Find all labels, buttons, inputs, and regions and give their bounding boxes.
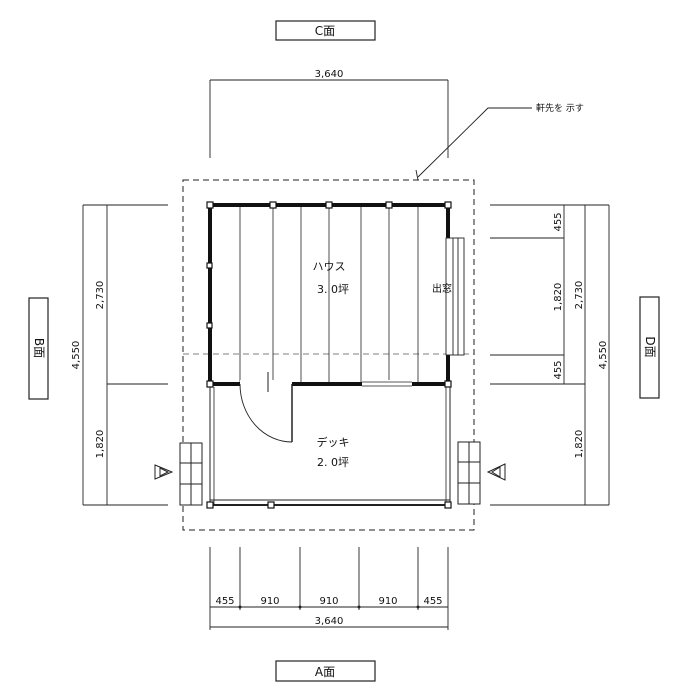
face-b-text: B面 [32, 338, 46, 358]
face-d-text: D面 [643, 336, 657, 357]
bottom-seg-4: 910 [378, 596, 397, 607]
house-label: ハウス [313, 260, 346, 273]
door [239, 372, 293, 443]
bottom-dimension-lines [209, 547, 449, 630]
face-label-b: B面 [28, 297, 49, 400]
bottom-seg-1: 455 [215, 596, 234, 607]
sliding-opening [362, 380, 412, 388]
deck-area: 2. 0坪 [317, 456, 349, 469]
face-label-d: D面 [639, 296, 660, 399]
face-a-text: A面 [315, 665, 335, 679]
deck-steps-right [457, 441, 481, 505]
left-house-dim: 2,730 [95, 281, 106, 310]
left-deck-dim: 1,820 [95, 430, 106, 459]
eaves-annotation: 軒先を 示す [536, 102, 584, 114]
face-label-c: C面 [275, 20, 376, 41]
house-area: 3. 0坪 [317, 283, 349, 296]
right-total-dim: 4,550 [598, 341, 609, 370]
right-deck-dim: 1,820 [574, 430, 585, 459]
right-inner-top-dim: 455 [553, 212, 564, 231]
entry-arrow-left-icon [154, 464, 174, 480]
entry-arrow-right-icon [486, 463, 506, 481]
right-house-dim: 2,730 [574, 281, 585, 310]
left-total-dim: 4,550 [71, 341, 82, 370]
top-dimension [209, 79, 449, 158]
bay-window [445, 237, 465, 356]
eaves-outline [182, 179, 475, 531]
bottom-seg-5: 455 [423, 596, 442, 607]
bottom-total-dim: 3,640 [315, 616, 344, 627]
face-c-text: C面 [315, 24, 335, 38]
deck-label: デッキ [317, 435, 350, 449]
left-dimension-lines [82, 204, 168, 506]
deck-steps-left [179, 442, 203, 506]
bottom-seg-3: 910 [319, 596, 338, 607]
face-label-a: A面 [275, 660, 376, 682]
right-inner-bottom-dim: 455 [553, 360, 564, 379]
bay-window-label: 出窓 [432, 282, 452, 295]
top-dimension-label: 3,640 [315, 69, 344, 80]
right-dimension-lines [490, 204, 610, 506]
bottom-tick-dots [238, 605, 420, 609]
right-inner-mid-dim: 1,820 [553, 283, 564, 312]
bottom-seg-2: 910 [260, 596, 279, 607]
eaves-leader [415, 107, 532, 181]
deck-outline [206, 387, 452, 509]
